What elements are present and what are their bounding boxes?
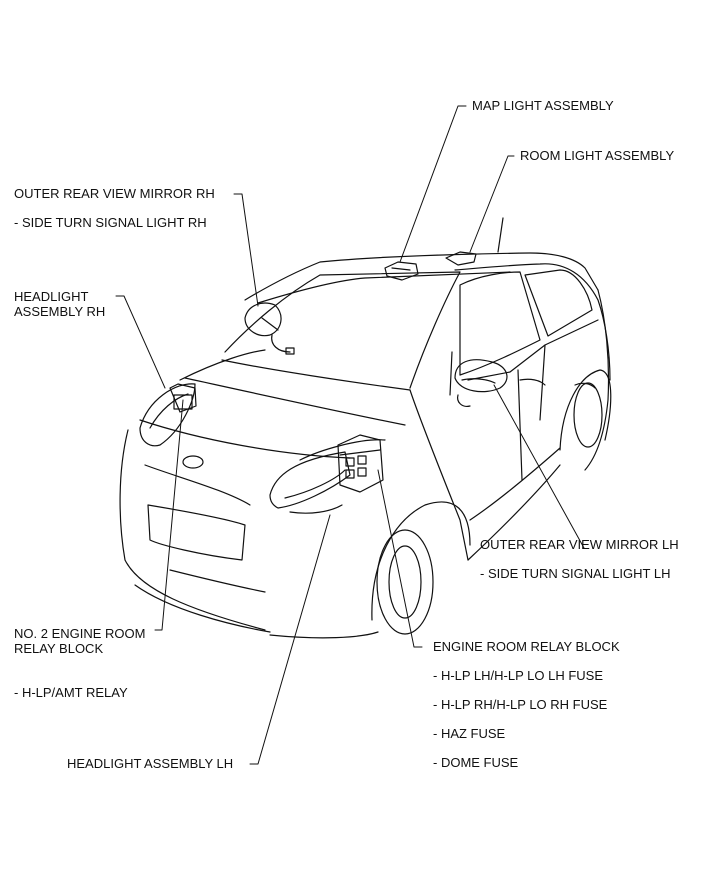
outer-mirror-lh-drawing xyxy=(449,351,508,407)
engine-room-relay-block-label: ENGINE ROOM RELAY BLOCK xyxy=(433,639,620,654)
room-light-drawing xyxy=(445,251,477,266)
map-light-assembly-label: MAP LIGHT ASSEMBLY xyxy=(472,98,614,113)
no2-engine-room-relay-label-line2: RELAY BLOCK xyxy=(14,641,104,656)
outer-mirror-rh-drawing xyxy=(244,302,295,355)
no2-engine-room-relay-label-line1: NO. 2 ENGINE ROOM xyxy=(14,626,146,641)
headlight-lh-label: HEADLIGHT ASSEMBLY LH xyxy=(67,756,234,771)
hlp-amt-relay-label: - H-LP/AMT RELAY xyxy=(14,685,128,700)
fuse-hlp-rh-label: - H-LP RH/H-LP LO RH FUSE xyxy=(433,697,608,712)
car-body xyxy=(119,217,612,639)
room-light-assembly-label: ROOM LIGHT ASSEMBLY xyxy=(520,148,675,163)
fuse-dome-label: - DOME FUSE xyxy=(433,755,519,770)
headlight-rh-drawing xyxy=(139,383,197,447)
side-turn-signal-lh-label: - SIDE TURN SIGNAL LIGHT LH xyxy=(480,566,671,581)
outer-mirror-rh-label: OUTER REAR VIEW MIRROR RH xyxy=(14,186,215,201)
side-turn-signal-rh-label: - SIDE TURN SIGNAL LIGHT RH xyxy=(14,215,207,230)
leader-lines xyxy=(115,105,585,765)
fuse-haz-label: - HAZ FUSE xyxy=(433,726,506,741)
headlight-rh-label-line2: ASSEMBLY RH xyxy=(14,304,106,319)
outer-mirror-lh-label: OUTER REAR VIEW MIRROR LH xyxy=(480,537,679,552)
map-light-drawing xyxy=(384,261,419,281)
headlight-rh-label-line1: HEADLIGHT xyxy=(14,289,89,304)
fuse-hlp-lh-label: - H-LP LH/H-LP LO LH FUSE xyxy=(433,668,604,683)
headlight-lh-drawing xyxy=(269,451,351,514)
engine-relay-block-drawing xyxy=(299,434,386,493)
